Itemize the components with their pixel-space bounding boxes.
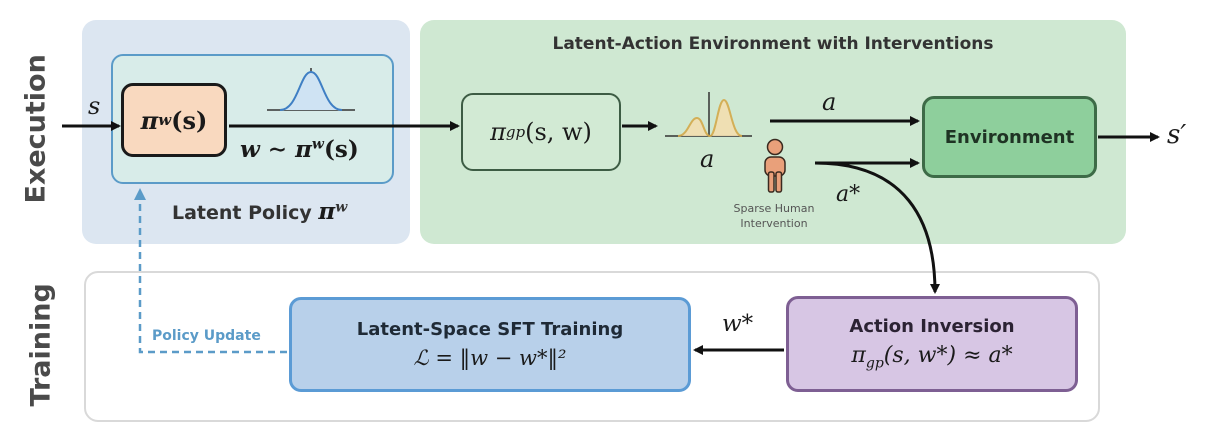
inversion-pi: π: [851, 343, 866, 369]
sample-sup: w: [311, 136, 324, 153]
latent-policy-caption-sup: w: [335, 199, 348, 216]
human-to-inversion-arrow: [814, 161, 940, 294]
environment-box: Environment: [922, 96, 1097, 178]
gp-arg: (s, w): [525, 118, 592, 146]
action-inversion-box: Action Inversion πgp(s, w*) ≈ a*: [786, 296, 1078, 392]
action-distribution-icon: [665, 92, 752, 138]
inversion-sub: gp: [865, 355, 884, 372]
gp-pi-symbol: π: [490, 118, 506, 146]
human-caption-line1: Sparse Human: [733, 202, 815, 215]
policy-pi-sup: w: [158, 111, 172, 129]
sample-arg: (s): [323, 136, 359, 163]
human-intervention-caption: Sparse Human Intervention: [718, 201, 830, 231]
policy-update-label: Policy Update: [152, 328, 261, 344]
action-label-top: a: [822, 88, 837, 116]
sft-loss-formula: ℒ = ‖w − w*‖²: [413, 346, 567, 370]
policy-pi-symbol: π: [140, 105, 159, 135]
action-star-label: a*: [836, 182, 861, 207]
gp-sub: gp: [505, 123, 526, 141]
latent-sft-training-box: Latent-Space SFT Training ℒ = ‖w − w*‖²: [289, 297, 691, 392]
sft-title: Latent-Space SFT Training: [356, 319, 624, 340]
human-caption-line2: Intervention: [740, 217, 808, 230]
policy-pi-arg: (s): [171, 105, 208, 135]
latent-policy-caption-pi: π: [318, 198, 336, 225]
latent-policy-box: [111, 54, 394, 184]
latent-policy-caption-text: Latent Policy: [172, 202, 312, 224]
latent-distribution-icon: [267, 68, 355, 111]
latent-sample-label: w ∼ πw(s): [240, 136, 359, 163]
state-input-label: s: [88, 92, 101, 120]
training-panel: [84, 271, 1100, 422]
inversion-rest: (s, w*) ≈ a*: [883, 343, 1013, 369]
environment-panel-title: Latent-Action Environment with Intervent…: [552, 34, 994, 54]
sample-text: w ∼ π: [240, 136, 312, 163]
next-state-label: s′: [1167, 120, 1187, 150]
action-label-distribution: a: [700, 145, 715, 173]
inversion-title: Action Inversion: [849, 316, 1015, 338]
w-star-label: w*: [722, 311, 754, 337]
inversion-formula: πgp(s, w*) ≈ a*: [851, 343, 1012, 371]
latent-policy-caption: Latent Policy πw: [172, 198, 347, 225]
human-icon: [764, 138, 786, 193]
policy-update-arrow: [134, 188, 287, 354]
environment-label: Environment: [944, 126, 1075, 148]
